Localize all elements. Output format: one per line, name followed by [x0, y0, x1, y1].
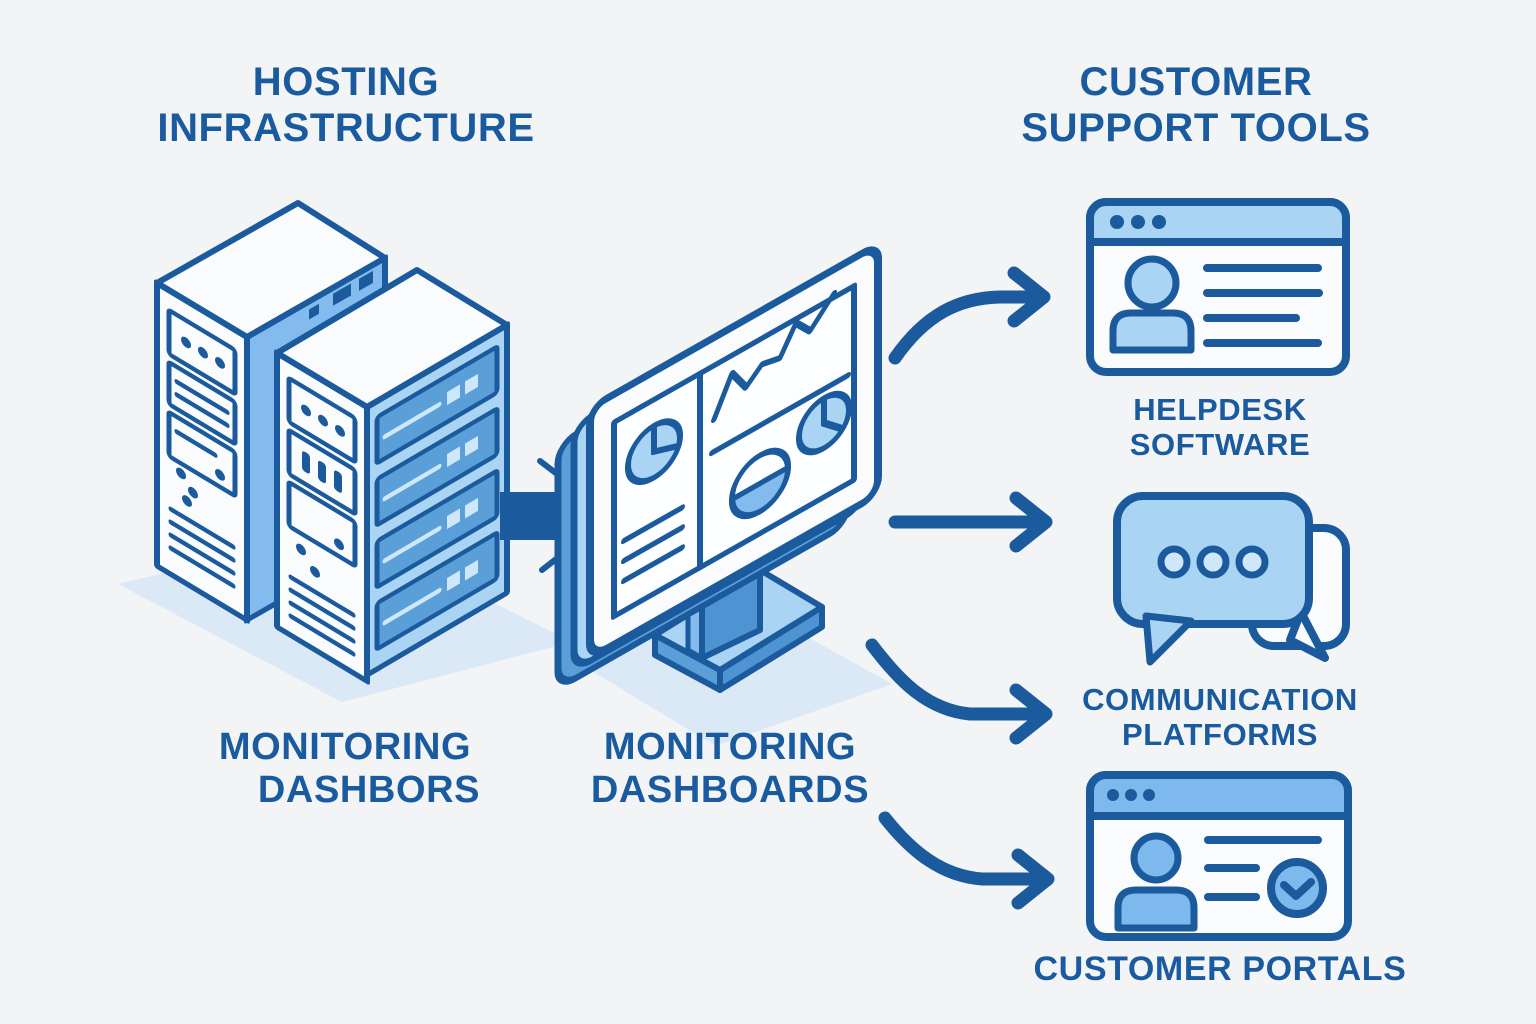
portal-title-bar	[1086, 771, 1352, 820]
browser-window-user-check-icon	[1086, 771, 1352, 941]
label-line: HELPDESK	[1133, 392, 1307, 427]
label-line: MONITORING	[603, 726, 857, 768]
communication-platforms-label: COMMUNICATION PLATFORMS	[1030, 682, 1410, 753]
arrow-to-communication-label	[865, 638, 1053, 745]
server-back-top-face	[154, 200, 388, 340]
label-line: DASHBOARDS	[590, 769, 870, 812]
helpdesk-software-label: HELPDESK SOFTWARE	[1078, 392, 1362, 463]
monitor-screen	[554, 246, 882, 685]
chat-dots-icon	[1157, 545, 1269, 579]
hosting-infrastructure-title: HOSTING INFRASTRUCTURE	[56, 60, 636, 151]
title-line: HOSTING	[252, 60, 440, 104]
chat-bubbles-icon	[1113, 492, 1350, 666]
customer-support-tools-title: CUSTOMER SUPPORT TOOLS	[906, 60, 1486, 151]
user-icon	[1109, 255, 1195, 354]
label-line: DASHBORS	[257, 769, 481, 812]
customer-portals-label: CUSTOMER PORTALS	[1010, 950, 1430, 989]
label-line: CUSTOMER PORTALS	[1033, 950, 1407, 988]
half-pie-icon	[729, 447, 791, 520]
title-line: CUSTOMER	[1079, 60, 1313, 104]
label-line: COMMUNICATION	[1082, 682, 1358, 717]
server-front-top-face	[274, 267, 510, 410]
server-towers-icon	[154, 200, 510, 685]
server-back-front-face	[154, 279, 250, 624]
label-line: MONITORING	[218, 726, 472, 768]
label-line: SOFTWARE	[1129, 427, 1311, 463]
server-front-side-face	[364, 321, 510, 679]
arrow-to-helpdesk	[888, 266, 1051, 365]
rack-slots	[374, 345, 500, 651]
title-line: SUPPORT TOOLS	[1021, 105, 1371, 150]
monitoring-dashboard-monitor-icon	[554, 246, 882, 693]
helpdesk-text-lines	[1203, 264, 1323, 347]
browser-title-bar	[1086, 198, 1350, 246]
portal-dots-icon	[1107, 789, 1155, 801]
server-front-front-face	[274, 349, 370, 685]
check-circle-icon	[1267, 858, 1327, 918]
browser-window-user-icon	[1086, 198, 1350, 376]
label-line: PLATFORMS	[1122, 717, 1318, 753]
pie-chart-icon	[625, 418, 683, 485]
dashboard-text-lines	[621, 504, 685, 585]
line-chart-icon	[711, 289, 837, 424]
monitoring-dashboards-label: MONITORING DASHBOARDS	[455, 726, 1005, 813]
pie-chart-icon-2	[796, 390, 852, 456]
monitoring-dashbors-label: MONITORING DASHBORS	[70, 726, 620, 813]
portal-user-icon	[1114, 832, 1198, 932]
portal-text-lines	[1204, 836, 1322, 901]
title-line: INFRASTRUCTURE	[157, 105, 535, 150]
arrow-to-chat	[888, 491, 1053, 553]
browser-dots-icon	[1110, 215, 1166, 229]
arrows	[865, 266, 1055, 910]
arrow-to-portals	[878, 811, 1055, 910]
